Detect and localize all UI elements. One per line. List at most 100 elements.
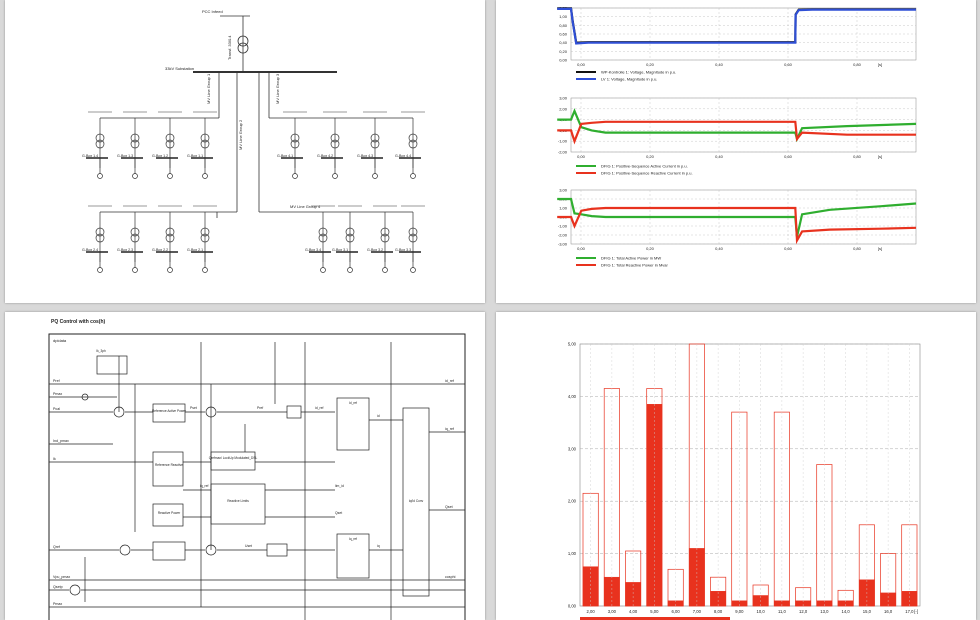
- generator-unit[interactable]: G-Box 3.4: [305, 205, 335, 273]
- y-tick-label: 0,40: [559, 40, 568, 45]
- series-line: [557, 206, 917, 245]
- series-line: [557, 7, 916, 45]
- output-label: id_ref: [445, 379, 454, 383]
- generator-unit[interactable]: G-Box 1.3: [117, 111, 147, 179]
- block-label: Reactive Power: [158, 511, 181, 515]
- transformer-icon: [408, 139, 418, 149]
- y-tick-label: -1,00: [558, 139, 568, 144]
- y-tick-label: 2,00: [559, 106, 568, 111]
- x-tick-label: 0,20: [646, 154, 655, 159]
- signal-label: iq: [377, 544, 380, 548]
- x-tick-label: 14,0: [842, 609, 851, 614]
- y-tick-label: 3,00: [559, 188, 568, 193]
- frame-label: dpidata: [53, 338, 67, 343]
- x-tick-label: 9,00: [735, 609, 744, 614]
- transformer-icon: [318, 233, 328, 243]
- generator-icon: [292, 173, 298, 179]
- gbox-label: G-Box 3.2: [367, 248, 383, 252]
- generator-icon: [97, 267, 103, 273]
- transformer-icon: [130, 133, 140, 143]
- generator-unit[interactable]: G-Box 1.2: [152, 111, 182, 179]
- generator-unit[interactable]: G-Box 4.4: [395, 111, 425, 179]
- transformer-icon: [130, 233, 140, 243]
- input-label: Pmax: [53, 392, 62, 396]
- y-tick-label: 3,00: [559, 96, 568, 101]
- y-tick-label: 1,00: [568, 551, 577, 556]
- input-label: Vpu_pmax: [53, 575, 70, 579]
- series-line: [557, 197, 917, 238]
- transformer-icon: [408, 133, 418, 143]
- x-tick-label: 0,80: [853, 154, 862, 159]
- generator-unit[interactable]: G-Box 3.3: [395, 205, 425, 273]
- generator-unit[interactable]: G-Box 4.2: [317, 111, 347, 179]
- signal-label: Pset: [190, 406, 197, 410]
- x-unit-label: [s]: [878, 154, 882, 159]
- y-tick-label: 0,20: [559, 49, 568, 54]
- generator-unit[interactable]: G-Box 1.1: [187, 111, 217, 179]
- feeder-group-label: MV Line Group 1: [206, 73, 211, 104]
- generator-unit[interactable]: G-Box 2.3: [117, 205, 147, 273]
- generator-unit[interactable]: G-Box 2.1: [187, 205, 217, 273]
- generator-icon: [132, 267, 138, 273]
- generator-unit[interactable]: G-Box 4.3: [357, 111, 387, 179]
- generator-icon: [372, 173, 378, 179]
- gbox-label: G-Box 2.4: [82, 248, 98, 252]
- output-label: iq_ref: [445, 427, 454, 431]
- generator-icon: [332, 173, 338, 179]
- y-tick-label: 0,80: [559, 23, 568, 28]
- transformer-icon: [165, 227, 175, 237]
- legend-label: LV 1: Voltage, Magnitude in p.u.: [601, 77, 657, 82]
- gbox-label: G-Box 4.1: [277, 154, 293, 158]
- x-tick-label: 12,0: [799, 609, 808, 614]
- x-tick-label: 0,20: [646, 62, 655, 67]
- feeder-group-label: MV Line Group 2: [238, 119, 243, 150]
- gbox-label: G-Box 1.1: [187, 154, 203, 158]
- x-tick-label: 0,60: [784, 62, 793, 67]
- transformer-icon: [95, 227, 105, 237]
- x-tick-label: 6,00: [672, 609, 681, 614]
- x-tick-label: 0,80: [853, 246, 862, 251]
- block-label: Reactive Limits: [227, 499, 249, 503]
- plot-frame: [579, 343, 921, 607]
- control-diagram-page[interactable]: PQ Control with cos(h) dpidata: [5, 312, 485, 620]
- transformer-icon: [380, 227, 390, 237]
- transformer-icon: [330, 133, 340, 143]
- x-unit-label: [s]: [878, 62, 882, 67]
- x-tick-label: 0,00: [577, 62, 586, 67]
- gbox-label: G-Box 2.3: [117, 248, 133, 252]
- generator-unit[interactable]: G-Box 1.4: [82, 111, 112, 179]
- x-tick-label: 10,0: [757, 609, 766, 614]
- x-tick-label: 0,20: [646, 246, 655, 251]
- transformer-icon: [370, 139, 380, 149]
- generator-unit[interactable]: G-Box 3.2: [367, 205, 397, 273]
- block-label: Id_ref: [349, 401, 357, 405]
- generator-unit[interactable]: G-Box 3.1: [332, 205, 362, 273]
- x-tick-label: 0,80: [853, 62, 862, 67]
- x-tick-label: 11,0: [778, 609, 787, 614]
- generator-icon: [167, 267, 173, 273]
- block-label: Reference Active Power: [152, 409, 187, 413]
- generator-icon: [320, 267, 326, 273]
- x-tick-label: 4,00: [629, 609, 638, 614]
- y-tick-label: -3,00: [558, 242, 568, 247]
- gbox-label: G-Box 3.4: [305, 248, 321, 252]
- generator-unit[interactable]: G-Box 4.1: [277, 111, 307, 179]
- generator-icon: [410, 173, 416, 179]
- x-tick-label: 17,0: [905, 609, 914, 614]
- legend-label: DFIG 1: Positive-Sequence Active Current…: [601, 164, 688, 169]
- transformer-icon: [165, 139, 175, 149]
- y-tick-label: 3,00: [568, 446, 577, 451]
- legend-label: DFIG 1: Total Active Power in MW: [601, 256, 661, 261]
- generator-unit[interactable]: G-Box 2.2: [152, 205, 182, 273]
- feeder-group-label: MV Line Group 4: [290, 204, 321, 209]
- generator-unit[interactable]: G-Box 2.4: [82, 205, 112, 273]
- x-tick-label: 15,0: [863, 609, 872, 614]
- block-label: Iq/Id Conv: [409, 499, 424, 503]
- transformer-icon: [370, 133, 380, 143]
